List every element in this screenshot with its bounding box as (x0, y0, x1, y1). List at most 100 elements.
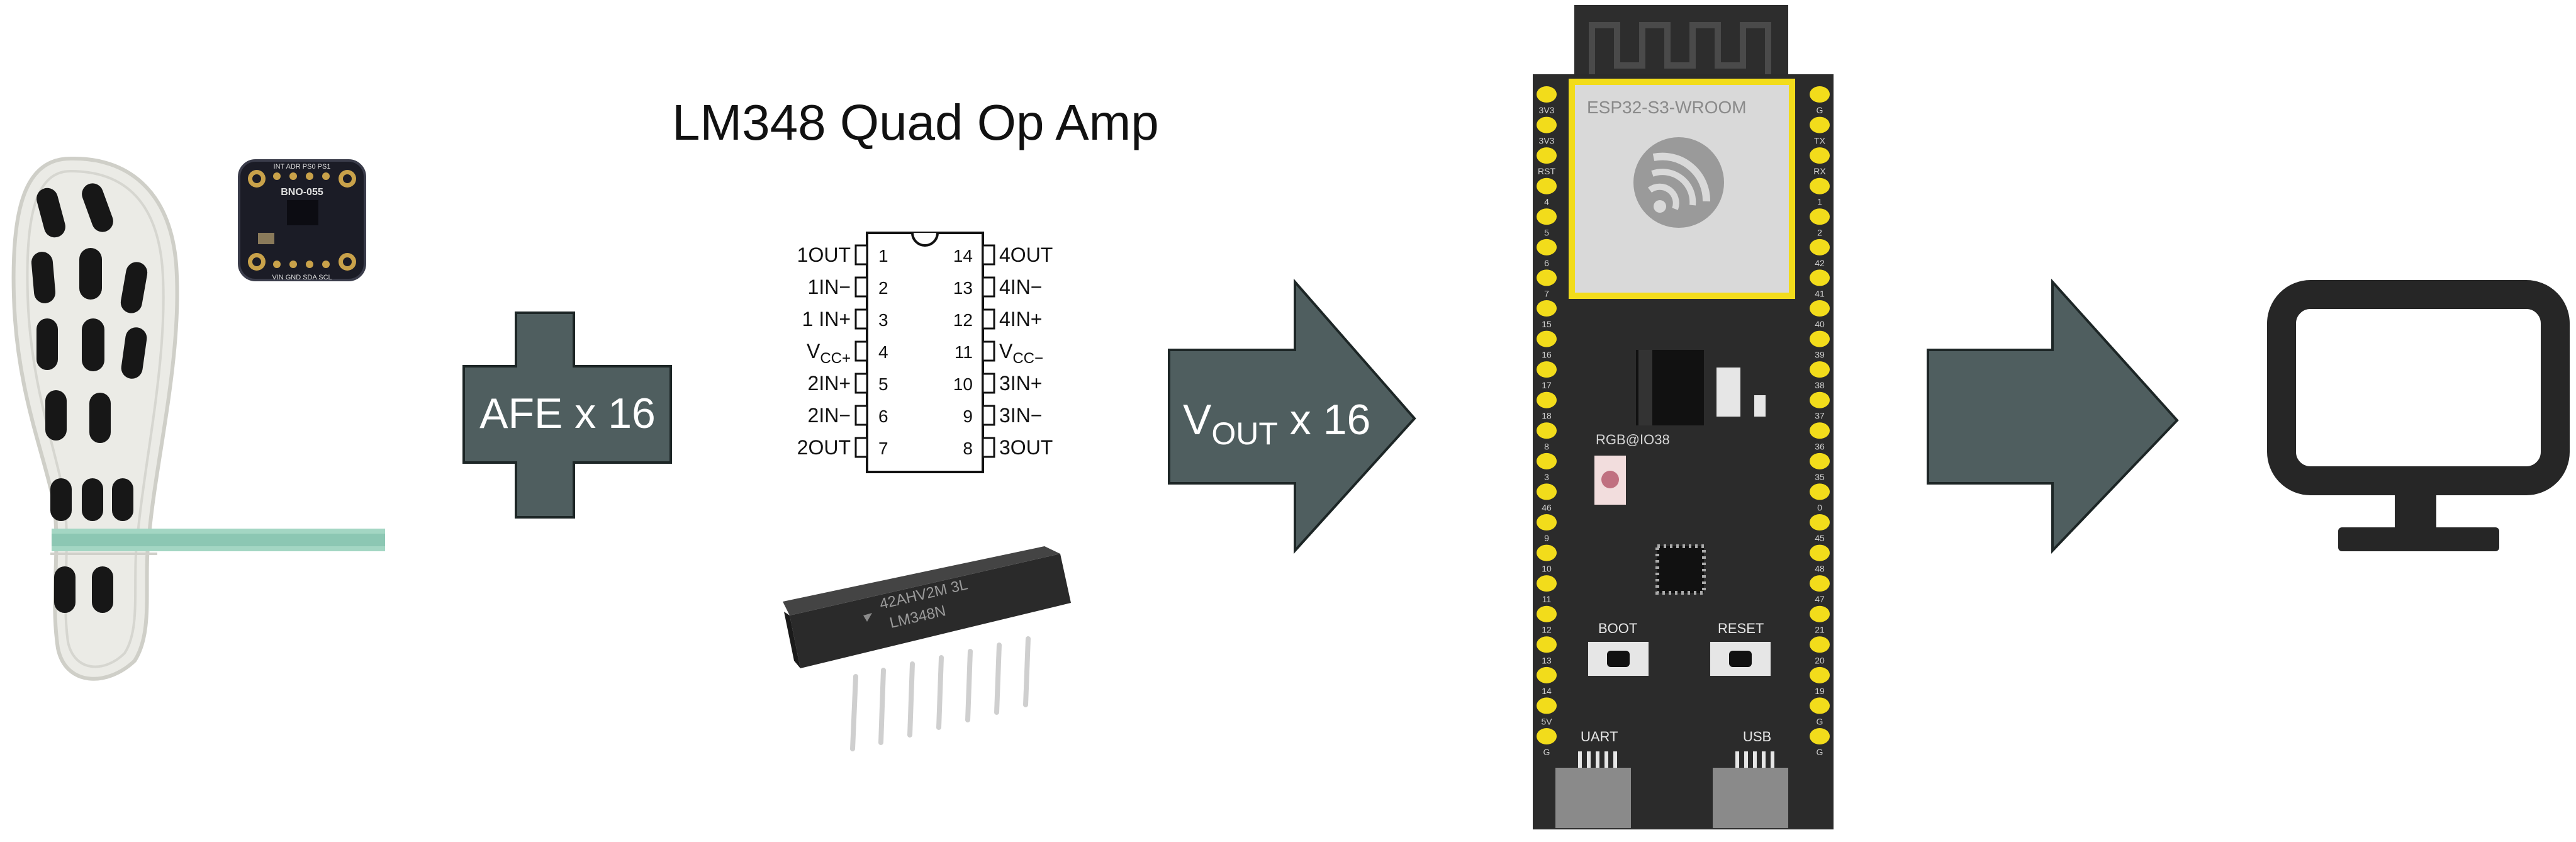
vout-label: VOUT x 16 (1183, 396, 1370, 451)
pin-stub-right (982, 244, 995, 266)
header-pin-label-right: 45 (1815, 533, 1825, 543)
header-pin-left (1537, 361, 1557, 378)
dip-chip-photo: 42AHV2M 3L LM348N (783, 546, 1071, 751)
header-pin-label-left: 18 (1542, 411, 1552, 421)
header-pin-label-left: 3V3 (1539, 105, 1555, 115)
header-pin-right (1810, 483, 1830, 500)
pin-stub-right (982, 308, 995, 330)
header-pin-label-left: 14 (1542, 686, 1552, 696)
header-pin-right (1810, 544, 1830, 561)
espressif-logo-icon (1633, 137, 1724, 228)
esp32-s3-devboard: ESP32-S3-WROOM RGB@IO38 BOOT RESET UART … (1533, 5, 1834, 829)
header-pin-left (1537, 422, 1557, 439)
pin-name-right: 3IN− (999, 404, 1042, 427)
pin-name-left: 1OUT (797, 244, 851, 266)
pin-name-left: 1IN− (808, 276, 851, 298)
header-pin-right (1810, 116, 1830, 133)
header-pin-label-left: 6 (1544, 258, 1549, 268)
header-pin-label-right: 39 (1815, 350, 1825, 360)
header-pin-left (1537, 300, 1557, 317)
header-pin-right (1810, 86, 1830, 103)
header-pin-right (1810, 361, 1830, 378)
header-pin-label-left: 5 (1544, 227, 1549, 237)
header-pin-right (1810, 697, 1830, 714)
pin-name-right: 3OUT (999, 436, 1053, 459)
header-pin-left (1537, 147, 1557, 164)
header-pin-label-right: 1 (1817, 197, 1822, 207)
header-pin-right (1810, 666, 1830, 683)
header-pin-left (1537, 177, 1557, 194)
pin-number-left: 4 (878, 342, 888, 362)
header-pin-left (1537, 452, 1557, 469)
pin-number-right: 10 (953, 374, 973, 394)
header-pin-left (1537, 391, 1557, 408)
header-pin-left (1537, 666, 1557, 683)
pin-stub-right (982, 405, 995, 426)
header-pin-label-right: RX (1813, 166, 1826, 176)
header-pin-label-left: 8 (1544, 441, 1549, 451)
header-pin-label-right: 38 (1815, 380, 1825, 390)
pin-name-right: 4IN− (999, 276, 1042, 298)
header-pin-label-right: 0 (1817, 502, 1822, 512)
insole-sensor (11, 156, 385, 681)
pin-stub-left (854, 437, 868, 458)
pin-name-left: 2IN+ (808, 372, 851, 395)
header-pin-left (1537, 208, 1557, 225)
uart-label: UART (1581, 729, 1618, 744)
pin-number-left: 6 (878, 407, 888, 426)
pin-number-right: 14 (953, 246, 973, 266)
computer-monitor-icon (2267, 280, 2570, 551)
reset-label: RESET (1718, 620, 1764, 636)
header-pin-label-left: 16 (1542, 350, 1552, 360)
header-pin-label-right: 21 (1815, 625, 1825, 635)
header-pin-label-left: 9 (1544, 533, 1549, 543)
header-pin-label-right: 19 (1815, 686, 1825, 696)
header-pin-label-left: 12 (1542, 625, 1552, 635)
header-pin-label-left: 5V (1541, 716, 1552, 726)
pin-number-right: 12 (953, 310, 973, 330)
header-pin-right (1810, 422, 1830, 439)
header-pin-label-right: 42 (1815, 258, 1825, 268)
header-pin-label-left: 7 (1544, 288, 1549, 298)
header-pin-right (1810, 177, 1830, 194)
pin-number-left: 1 (878, 246, 888, 266)
pin-name-right: VCC− (999, 340, 1043, 367)
header-pin-label-left: 3V3 (1539, 136, 1555, 146)
header-pin-label-left: 3 (1544, 472, 1549, 482)
header-pin-left (1537, 728, 1557, 744)
pin-stub-right (982, 276, 995, 298)
header-pin-left (1537, 605, 1557, 622)
usb-port (1713, 768, 1788, 828)
pin-number-right: 11 (955, 342, 973, 362)
header-pin-label-left: 4 (1544, 197, 1549, 207)
header-pin-right (1810, 514, 1830, 530)
header-pin-right (1810, 391, 1830, 408)
header-pin-label-left: 15 (1542, 319, 1552, 329)
header-pin-label-left: 46 (1542, 502, 1552, 512)
header-pin-label-right: 35 (1815, 472, 1825, 482)
afe-cross-shape: AFE x 16 (462, 312, 672, 519)
header-pin-left (1537, 239, 1557, 255)
pin-name-left: 2OUT (797, 436, 851, 459)
header-pin-right (1810, 269, 1830, 286)
header-pin-label-left: G (1543, 747, 1550, 757)
afe-label: AFE x 16 (479, 390, 656, 437)
pin-number-left: 7 (878, 439, 888, 458)
imu-top-pin-labels: INT ADR PS0 PS1 (274, 163, 331, 171)
header-pin-left (1537, 636, 1557, 653)
pin-name-left: VCC+ (807, 340, 851, 367)
pin-name-right: 3IN+ (999, 372, 1042, 395)
header-pin-right (1810, 728, 1830, 744)
header-pin-right (1810, 575, 1830, 592)
vout-arrow: VOUT x 16 (1168, 278, 1416, 554)
header-pin-right (1810, 452, 1830, 469)
header-pin-label-right: 48 (1815, 564, 1825, 574)
pin1-notch (911, 232, 939, 247)
pin-number-left: 2 (878, 278, 888, 298)
pin-name-left: 2IN− (808, 404, 851, 427)
imu-name: BNO-055 (281, 187, 323, 198)
pin-number-right: 9 (963, 407, 973, 426)
pressure-pads (31, 183, 148, 613)
